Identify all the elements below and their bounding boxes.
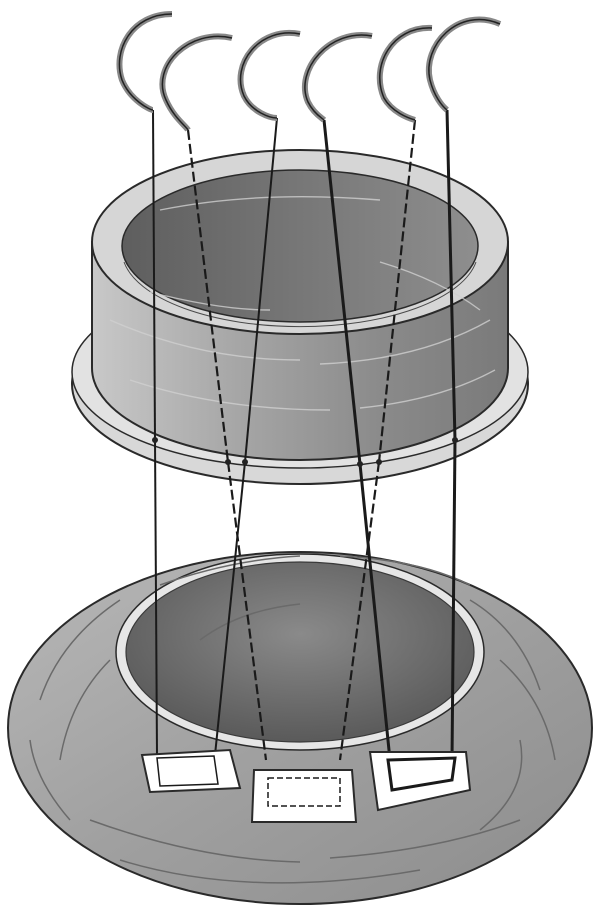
pledget-middle <box>252 770 356 822</box>
valve-cuff-cylinder <box>72 150 528 484</box>
curved-needle-icon <box>380 28 432 120</box>
curved-needle-icon <box>241 33 300 118</box>
lower-annulus <box>8 552 592 904</box>
curved-needle-icon <box>305 35 372 120</box>
curved-needle-icon <box>162 36 232 130</box>
needles <box>119 14 500 130</box>
pledget-left <box>142 750 240 792</box>
curved-needle-icon <box>429 20 500 110</box>
